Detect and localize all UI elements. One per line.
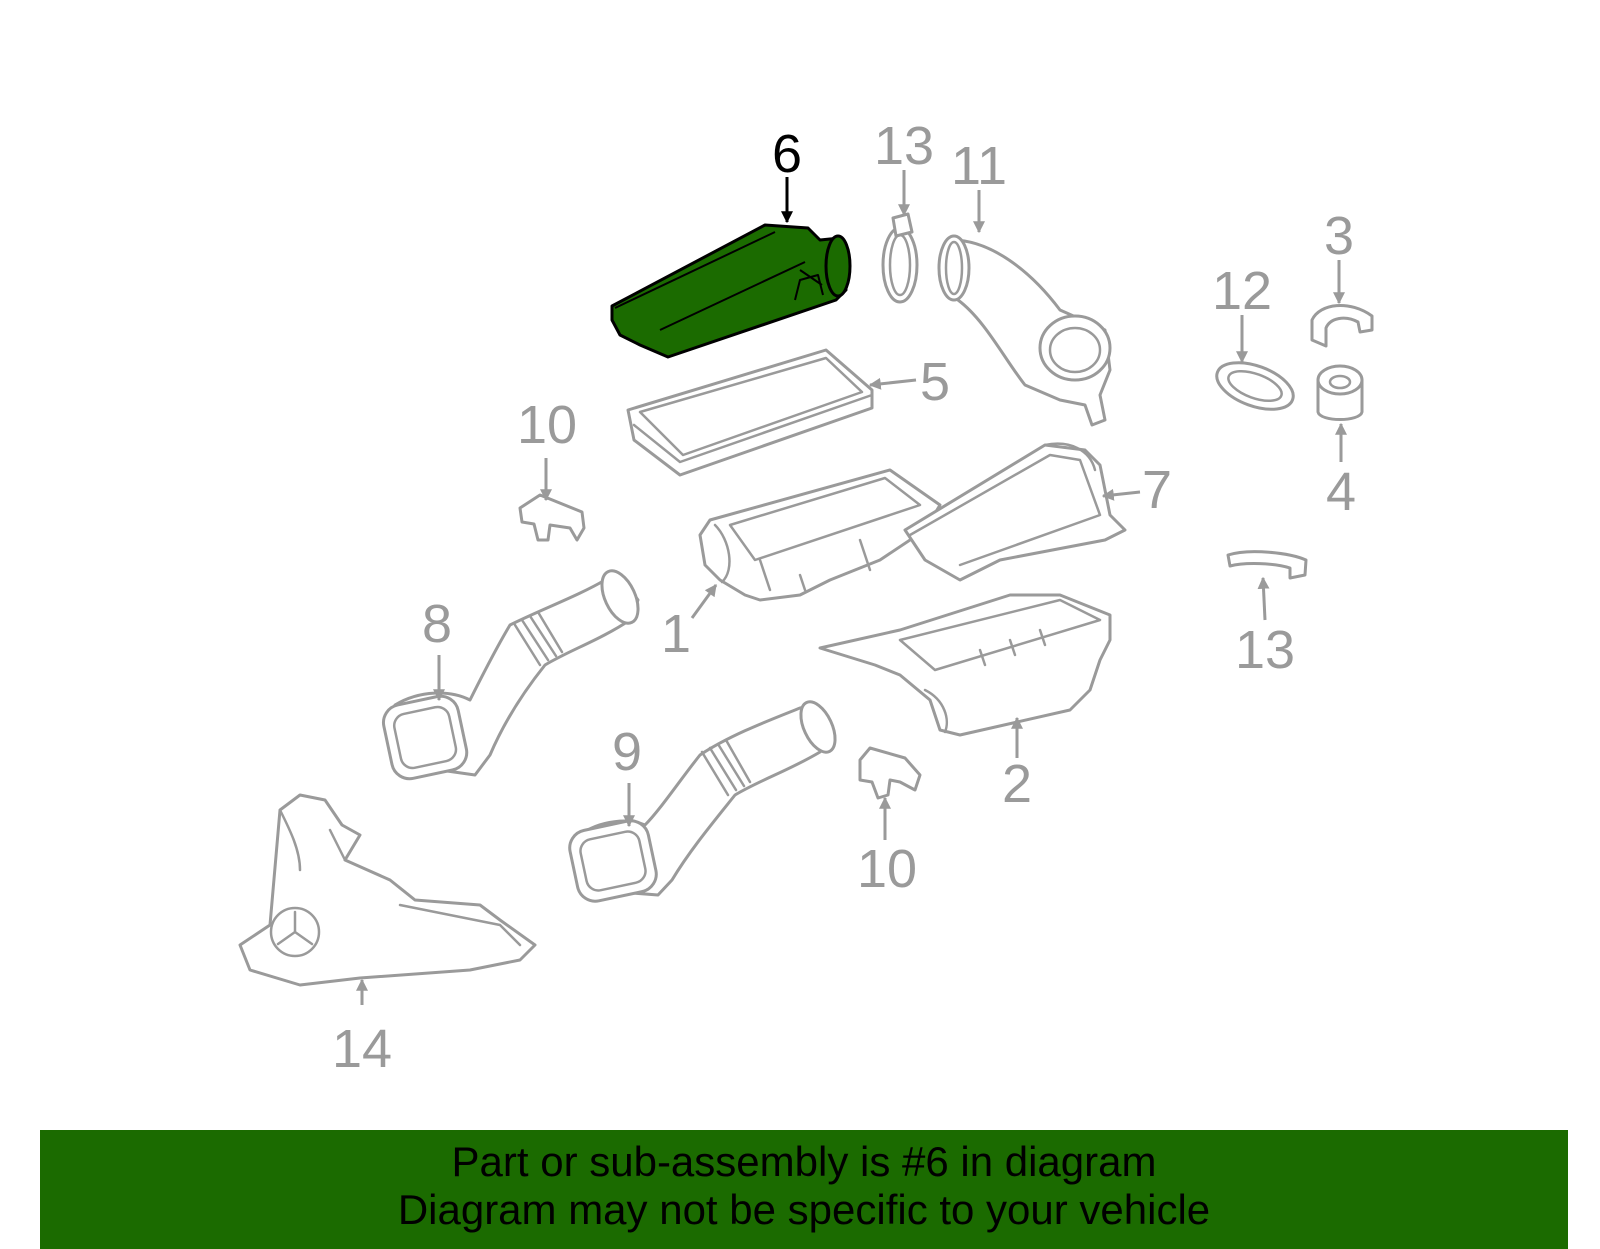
banner-line-2: Diagram may not be specific to your vehi… <box>397 1186 1211 1233</box>
callout-1: 1 <box>661 604 691 664</box>
callout-5: 5 <box>920 352 950 412</box>
part-11-intake-duct[interactable] <box>937 234 1112 427</box>
callout-6: 6 <box>772 124 802 184</box>
callout-11: 11 <box>951 136 1007 196</box>
part-13-clamp-right[interactable] <box>1226 550 1308 580</box>
callout-10-lower: 10 <box>857 839 917 899</box>
part-8-intake-hose[interactable] <box>380 565 645 782</box>
part-7-air-cleaner-duct[interactable] <box>903 442 1127 582</box>
arrow-1 <box>690 584 718 619</box>
part-13-clamp-top[interactable] <box>881 212 919 304</box>
callout-7: 7 <box>1142 460 1172 520</box>
info-banner: Part or sub-assembly is #6 in diagram Di… <box>40 1130 1568 1249</box>
part-12-seal[interactable] <box>1211 354 1300 419</box>
callout-13-right: 13 <box>1235 620 1295 680</box>
part-5-air-filter[interactable] <box>626 348 874 477</box>
callout-10-top: 10 <box>517 395 577 455</box>
part-2-lower-housing[interactable] <box>818 593 1112 737</box>
arrow-13b <box>1257 576 1270 621</box>
part-14-engine-cover[interactable] <box>238 793 537 987</box>
callout-2: 2 <box>1002 754 1032 814</box>
callout-8: 8 <box>422 594 452 654</box>
callout-12: 12 <box>1212 261 1272 321</box>
parts-diagram: 6 5 13 11 3 12 4 10 7 1 13 2 8 9 10 14 <box>238 116 1374 1079</box>
part-10-clip-lower[interactable] <box>858 746 922 800</box>
callout-13-top: 13 <box>874 116 934 176</box>
callout-9: 9 <box>612 722 642 782</box>
arrow-7 <box>1101 488 1141 501</box>
banner-line-1: Part or sub-assembly is #6 in diagram <box>451 1138 1157 1185</box>
part-10-clip-top[interactable] <box>518 493 586 542</box>
part-6-air-cleaner-cover[interactable] <box>610 223 852 359</box>
part-4-mount[interactable] <box>1316 364 1364 421</box>
callout-3: 3 <box>1324 206 1354 266</box>
part-9-intake-hose[interactable] <box>566 697 842 905</box>
callout-4: 4 <box>1326 462 1356 522</box>
callout-numbers: 6 5 13 11 3 12 4 10 7 1 13 2 8 9 10 14 <box>332 116 1356 1079</box>
arrow-5 <box>868 377 917 390</box>
callout-arrows <box>356 170 1347 1005</box>
part-1-air-cleaner-housing[interactable] <box>698 468 942 602</box>
callout-14: 14 <box>332 1019 392 1079</box>
part-3-bracket[interactable] <box>1310 303 1374 348</box>
